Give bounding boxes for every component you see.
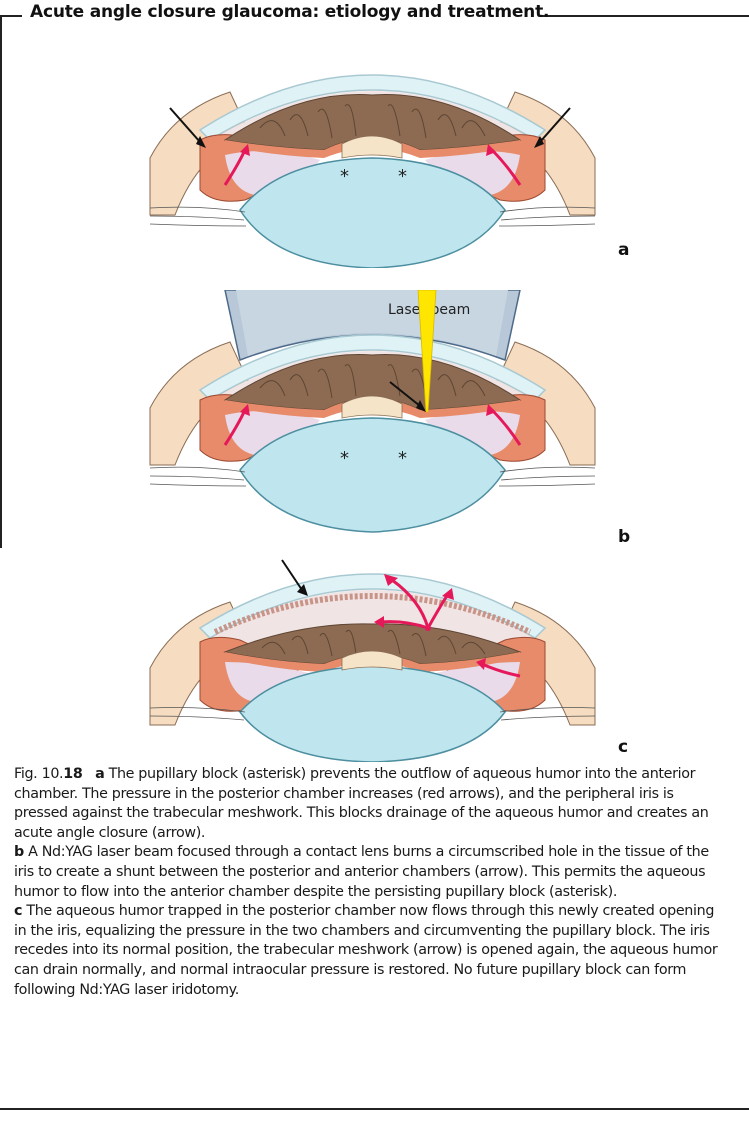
zonule-fibers-right — [498, 466, 596, 487]
eye-illustration-a: * * — [149, 74, 596, 268]
angle-arrow-left — [169, 107, 201, 143]
lens — [239, 417, 506, 533]
posterior-chamber-right — [425, 662, 520, 702]
asterisk-right: * — [398, 166, 407, 187]
caption-label-c: c — [14, 903, 23, 920]
zonule-fibers-right — [499, 707, 596, 721]
flow-arrow-through-iridotomy — [391, 578, 430, 629]
iris-texture — [261, 629, 486, 657]
caption-text-c: The aqueous humor trapped in the posteri… — [14, 903, 718, 998]
contact-lens-inner — [236, 290, 508, 356]
meshwork-arrowhead — [297, 584, 308, 596]
caption-fig-number: 18 — [63, 766, 83, 782]
trabecular-meshwork — [213, 593, 532, 635]
caption-label-b: b — [14, 844, 24, 861]
eye-illustration-c — [149, 559, 596, 762]
caption-text-b: A Nd:YAG laser beam focused through a co… — [14, 844, 709, 900]
laser-beam — [417, 290, 437, 413]
frame-line-left — [0, 15, 2, 548]
meshwork-arrow — [281, 559, 303, 591]
figure-panel-b: Laser beam * * — [149, 290, 596, 533]
zonule-fibers-left — [149, 707, 246, 721]
posterior-chamber-right — [425, 151, 520, 195]
caption-paragraph-b: b A Nd:YAG laser beam focused through a … — [14, 843, 724, 902]
flow-arrow-posterior-right — [481, 662, 521, 678]
posterior-chamber-right — [425, 411, 520, 455]
caption-label-a: a — [95, 766, 105, 782]
panel-label-b: b — [618, 527, 631, 547]
eye-illustration-b: Laser beam * * — [149, 290, 596, 533]
caption-paragraph-c: c The aqueous humor trapped in the poste… — [14, 902, 724, 1000]
iridotomy-arrowhead — [416, 400, 426, 412]
iris-texture — [259, 104, 486, 139]
flow-arrowhead-up-left — [384, 574, 398, 586]
frame-line-top-left — [0, 15, 22, 17]
flow-arrowhead-left — [374, 616, 384, 628]
angle-arrow-right — [539, 107, 571, 143]
flow-arrowhead-left — [240, 404, 250, 416]
iridotomy-arrow — [389, 381, 421, 407]
posterior-chamber-left — [225, 151, 320, 195]
flow-arrow-branch-left — [379, 620, 429, 630]
pupil-gap — [341, 135, 403, 159]
panel-label-a: a — [618, 240, 630, 260]
flow-arrowhead-right — [486, 404, 496, 416]
asterisk-left: * — [340, 166, 349, 187]
flow-arrowhead-left — [240, 144, 250, 156]
zonule-fibers-left — [149, 466, 247, 487]
figure-panel-a: * * — [149, 74, 596, 268]
iris-texture — [259, 364, 486, 399]
lens — [239, 157, 506, 268]
lens — [239, 665, 506, 762]
posterior-chamber-left — [225, 411, 320, 455]
angle-arrowhead-right — [534, 136, 544, 148]
angle-arrowhead-left — [196, 136, 206, 148]
asterisk-left: * — [340, 448, 349, 469]
pupil-gap — [341, 650, 403, 671]
zonule-fibers-left — [149, 206, 247, 227]
flow-arrowhead-up-right — [442, 588, 454, 600]
caption-fig-prefix: Fig. 10. — [14, 766, 64, 782]
zonule-fibers-right — [498, 206, 596, 227]
frame-line-bottom — [0, 1108, 749, 1110]
box-title: Acute angle closure glaucoma: etiology a… — [30, 2, 550, 22]
frame-line-top-right — [542, 15, 749, 17]
figure-caption: Fig. 10.18 a The pupillary block (asteri… — [14, 765, 724, 1000]
pupil-gap — [341, 395, 403, 419]
flow-arrowhead-posterior — [476, 658, 486, 670]
caption-text-a: The pupillary block (asterisk) prevents … — [14, 766, 709, 841]
figure-panel-c — [149, 559, 596, 762]
flow-arrowhead-right — [486, 144, 496, 156]
caption-paragraph-a: Fig. 10.18 a The pupillary block (asteri… — [14, 765, 724, 843]
panel-label-c: c — [618, 737, 629, 757]
asterisk-right: * — [398, 448, 407, 469]
posterior-chamber-left — [225, 662, 320, 702]
iridotomy-opening — [425, 625, 431, 631]
